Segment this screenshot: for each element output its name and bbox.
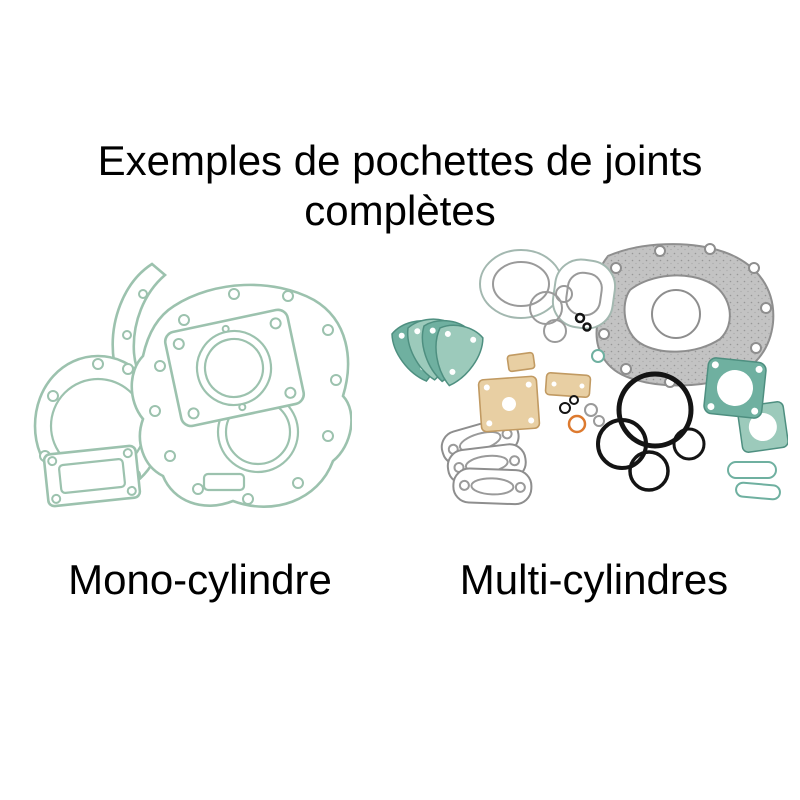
teal-cylinder-gaskets (703, 357, 788, 501)
label-multi-cylindres: Multi-cylindres (459, 556, 729, 603)
mono-cylinder-gasket-kit-image (33, 262, 352, 509)
page-title-line1: Exemples de pochettes de joints (97, 137, 703, 184)
cover-gasket-outlines (479, 249, 617, 330)
o-rings-cluster (559, 371, 706, 492)
page-title-line2: complètes (304, 187, 496, 235)
cylinder-head-gasket (163, 308, 306, 428)
small-washers-and-rings (529, 285, 605, 363)
page-title: Exemples de pochettes de joints complète… (0, 136, 800, 237)
multi-cylinder-gasket-kit-image (391, 243, 788, 506)
valve-cover-gaskets-stack (391, 318, 484, 387)
paper-gaskets-beige (477, 351, 592, 433)
reed-valve-gasket (42, 444, 142, 508)
grey-crankcase-gasket (590, 243, 775, 388)
label-mono-cylindre: Mono-cylindre (68, 556, 332, 603)
